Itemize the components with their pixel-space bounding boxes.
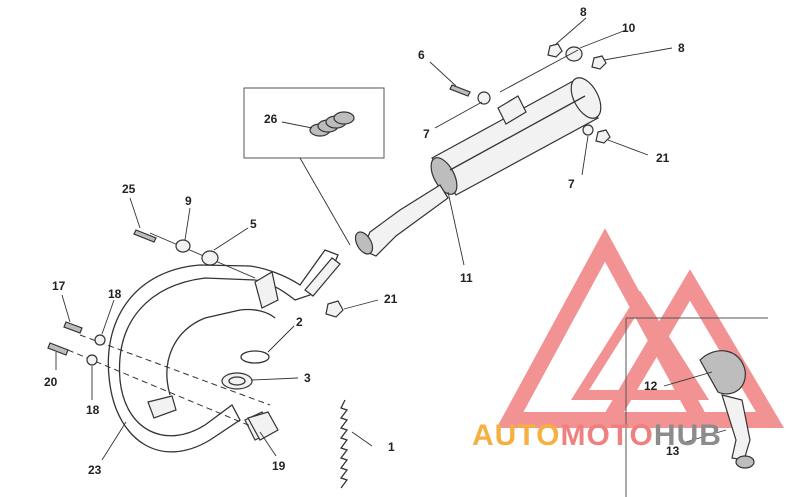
nut-8-lower bbox=[591, 55, 607, 70]
callout-7b: 7 bbox=[568, 177, 575, 191]
muffler-link-pipe bbox=[361, 184, 449, 257]
bolt-20 bbox=[47, 342, 69, 356]
callout-26: 26 bbox=[264, 112, 278, 126]
bracket-19 bbox=[247, 411, 279, 441]
callout-19: 19 bbox=[272, 459, 286, 473]
nut-8-upper bbox=[547, 43, 563, 58]
callout-21b: 21 bbox=[656, 151, 670, 165]
muffler-seam bbox=[449, 95, 586, 171]
watermark-text-moto: MOTO bbox=[560, 419, 653, 452]
spring-inset bbox=[309, 111, 355, 137]
expansion-chamber bbox=[107, 249, 341, 453]
mount-bolt-6 bbox=[449, 84, 471, 97]
gasket-ring bbox=[240, 350, 270, 364]
callout-18b: 18 bbox=[86, 403, 100, 417]
callout-1: 1 bbox=[388, 440, 395, 454]
nut-21-upper bbox=[595, 129, 611, 144]
flange-ring bbox=[221, 372, 253, 390]
callout-20: 20 bbox=[44, 375, 58, 389]
callout-13: 13 bbox=[666, 444, 680, 458]
callout-18a: 18 bbox=[108, 287, 122, 301]
chamber-mount-bracket-top bbox=[254, 271, 279, 309]
callout-9: 9 bbox=[185, 194, 192, 208]
callout-10: 10 bbox=[622, 21, 636, 35]
spacer-nut bbox=[175, 239, 191, 253]
watermark-text: AUTOMOTOHUB bbox=[472, 419, 722, 452]
callout-8b: 8 bbox=[678, 41, 685, 55]
link-pipe-coupler bbox=[354, 231, 374, 255]
callout-21a: 21 bbox=[384, 292, 398, 306]
exhaust-guard-12 bbox=[699, 350, 746, 395]
muffler-assembly bbox=[354, 77, 602, 257]
watermark-triangle-inner bbox=[570, 290, 710, 400]
nut-21-lower bbox=[325, 300, 344, 318]
washer-7-upper bbox=[477, 91, 491, 105]
callout-5: 5 bbox=[250, 217, 257, 231]
washer-18-lower bbox=[86, 354, 98, 366]
callout-11: 11 bbox=[460, 271, 473, 285]
callout-12: 12 bbox=[644, 379, 658, 393]
callout-25: 25 bbox=[122, 182, 136, 196]
callout-23: 23 bbox=[88, 463, 102, 477]
callout-6: 6 bbox=[418, 48, 425, 62]
header-flange bbox=[147, 395, 177, 419]
washer-7-lower bbox=[582, 124, 594, 136]
callout-7a: 7 bbox=[423, 127, 430, 141]
bushing-10 bbox=[565, 46, 583, 62]
spring-part bbox=[339, 399, 349, 489]
rubber-bushing bbox=[201, 250, 219, 266]
mount-axis-upper bbox=[79, 334, 271, 406]
muffler-inlet-cap bbox=[430, 157, 458, 195]
watermark-text-hub: HUB bbox=[654, 419, 722, 452]
watermark-text-auto: AUTO bbox=[472, 419, 560, 452]
leader-lines bbox=[55, 17, 727, 461]
expansion-chamber-outline bbox=[107, 249, 339, 453]
mount-bolt-25 bbox=[133, 229, 157, 243]
inset-leader-line bbox=[299, 157, 351, 246]
washer-18-upper bbox=[94, 334, 106, 346]
callout-2: 2 bbox=[296, 315, 303, 329]
muffler-bracket bbox=[497, 95, 527, 125]
callout-8a: 8 bbox=[580, 5, 587, 19]
header-outlet-pipe bbox=[304, 257, 341, 297]
guard-end-cap bbox=[735, 455, 755, 469]
expansion-chamber-inner bbox=[166, 308, 276, 396]
muffler-end-cap bbox=[570, 77, 602, 119]
callout-17: 17 bbox=[52, 279, 66, 293]
flange-ring-hole bbox=[228, 376, 246, 386]
inset-box-spring bbox=[243, 87, 385, 159]
mount-axis-lower bbox=[67, 349, 261, 431]
bolt-17 bbox=[63, 321, 83, 334]
callout-3: 3 bbox=[304, 371, 311, 385]
